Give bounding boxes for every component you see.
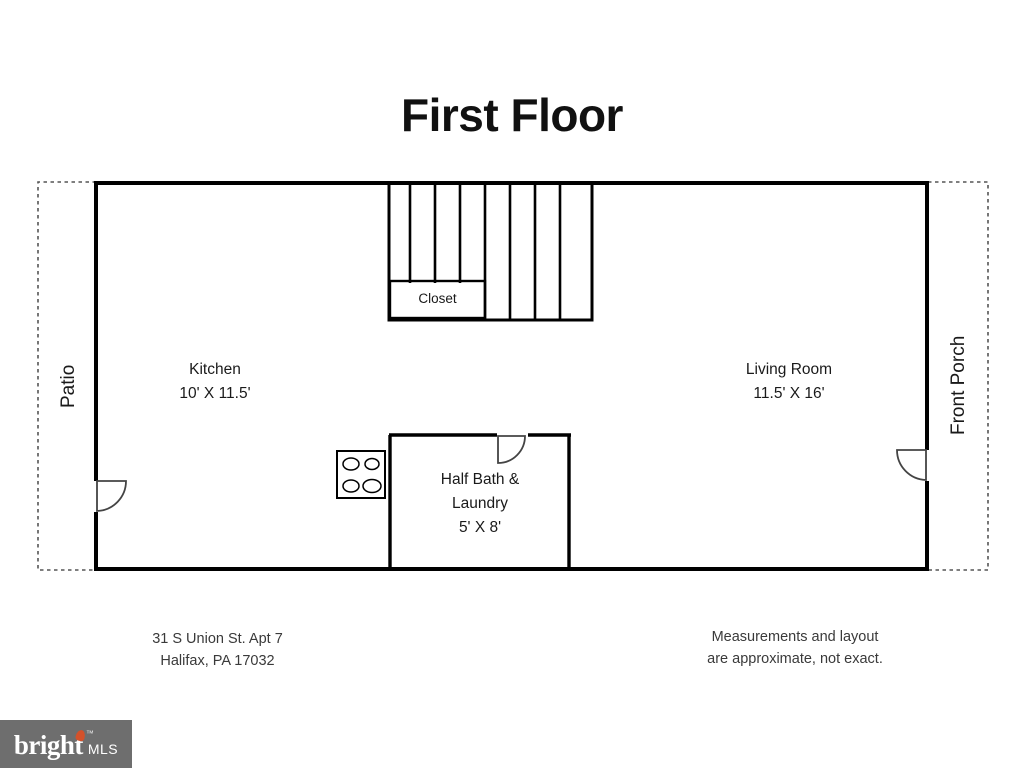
living-room-dimensions: 11.5' X 16' — [753, 385, 825, 403]
half-bath-name: Half Bath & — [440, 471, 520, 488]
half-bath-laundry-walls — [388, 433, 571, 570]
property-address: 31 S Union St. Apt 7 Halifax, PA 17032 — [90, 629, 345, 673]
disclaimer-line-2: are approximate, not exact. — [707, 650, 883, 667]
staircase — [387, 181, 594, 322]
room-label-living-room: Living Room 11.5' X 16' — [708, 358, 870, 406]
kitchen-dimensions: 10' X 11.5' — [179, 385, 251, 403]
exterior-label-front-porch: Front Porch — [948, 335, 969, 435]
page-title: First Floor — [401, 89, 623, 141]
exterior-label-patio: Patio — [58, 364, 79, 408]
logo-suffix: MLS — [87, 740, 119, 757]
measurement-disclaimer: Measurements and layout are approximate,… — [655, 627, 935, 671]
front-porch-door — [896, 449, 927, 481]
room-label-half-bath: Half Bath & Laundry 5' X 8' — [400, 468, 560, 540]
address-line-1: 31 S Union St. Apt 7 — [152, 631, 283, 647]
half-bath-door — [497, 435, 526, 464]
logo-lockup: bright ™ MLS — [13, 728, 119, 761]
half-bath-name-line2: Laundry — [451, 495, 508, 513]
disclaimer-line-1: Measurements and layout — [711, 629, 879, 645]
front-porch-boundary — [928, 181, 989, 571]
bright-mls-watermark: bright ™ MLS — [0, 720, 132, 768]
stove-icon — [336, 450, 386, 499]
logo-wordmark: bright — [13, 729, 84, 760]
address-line-2: Halifax, PA 17032 — [160, 652, 275, 669]
room-label-kitchen: Kitchen 10' X 11.5' — [135, 358, 295, 406]
room-label-closet: Closet — [418, 291, 457, 306]
half-bath-dimensions: 5' X 8' — [458, 519, 502, 537]
living-room-name: Living Room — [745, 361, 833, 378]
trademark-icon: ™ — [85, 728, 94, 738]
kitchen-name: Kitchen — [189, 361, 241, 378]
patio-boundary — [37, 181, 96, 571]
patio-door — [96, 480, 127, 512]
